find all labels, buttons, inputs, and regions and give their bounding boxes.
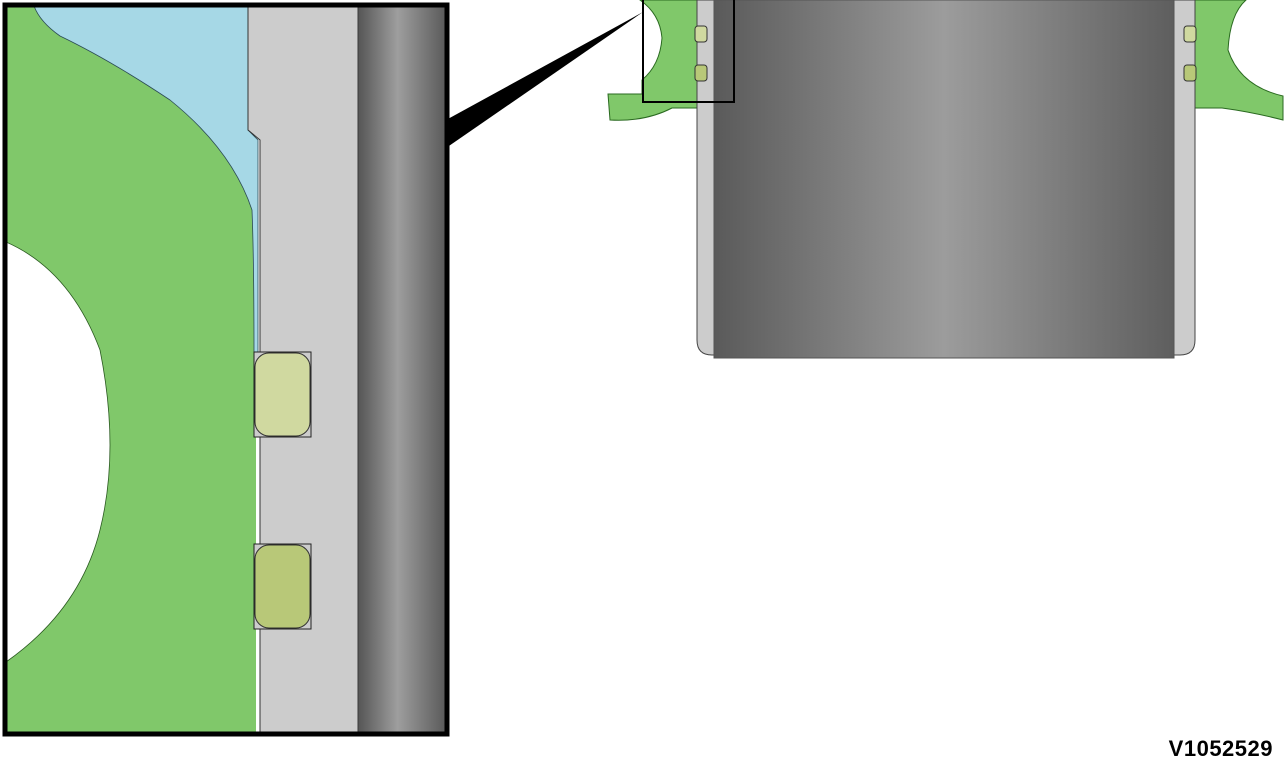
detail-seal-ring-lower <box>254 544 311 629</box>
detail-view <box>6 6 446 733</box>
housing-left-flange <box>607 0 699 121</box>
housing-right-flange <box>1194 0 1284 121</box>
cylinder-liner-bore <box>713 0 1175 359</box>
seal-ring-left-upper <box>694 25 708 43</box>
detail-selection-frame <box>642 0 735 103</box>
detail-coolant-channel <box>33 6 259 356</box>
detail-housing-bore <box>6 241 111 663</box>
detail-view-frame <box>2 2 450 737</box>
detail-cylinder-liner <box>357 6 446 733</box>
seal-ring-right-lower <box>1183 64 1197 82</box>
overview-view <box>607 0 1284 359</box>
figure-reference-id: V1052529 <box>1168 736 1273 761</box>
seal-ring-left-lower <box>694 64 708 82</box>
detail-seal-ring-upper <box>254 352 311 437</box>
seal-ring-right-upper <box>1183 25 1197 43</box>
magnifier-callout-icon <box>446 12 643 148</box>
